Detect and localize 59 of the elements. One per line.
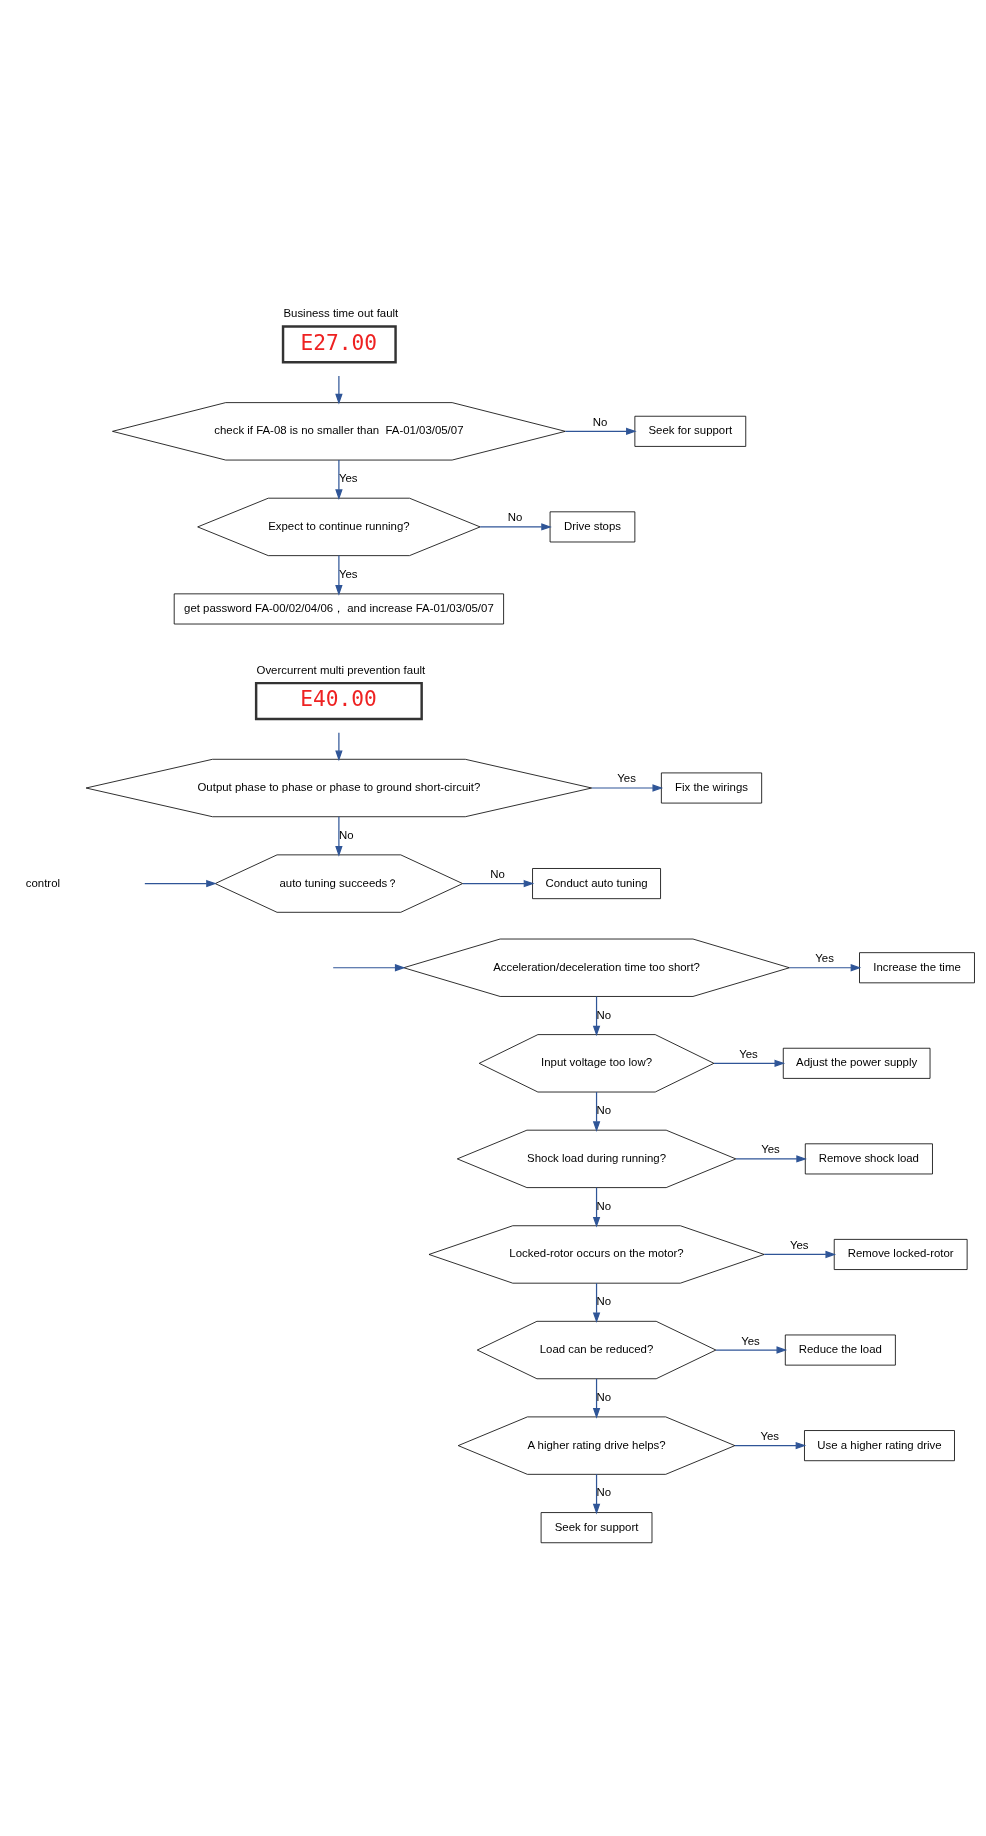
arrow [335,374,343,404]
arrow [592,1282,601,1323]
node-box: get password FA-00/02/04/06， and increase FA-01/03/05/07 [173,592,504,624]
node-label: Overcurrent multi prevention fault [256,663,426,676]
arrow [735,1154,807,1163]
node-box: Adjust the power supply [782,1047,931,1079]
arrow [592,1186,601,1227]
edge-label: No [596,1485,612,1498]
arrow [789,963,862,971]
edge-label: Yes [789,1238,809,1251]
arrow [715,1345,788,1354]
edge-label: Yes [338,567,358,580]
edge-label: No [338,828,354,841]
node-box: E40.00 [254,681,423,720]
arrow [335,554,343,596]
arrow [335,815,343,857]
edge-label: No [507,510,523,523]
arrow [144,879,217,887]
arrow [462,879,535,887]
edge-label: Yes [739,1047,758,1060]
arrow [332,963,406,971]
node-box: Remove locked-rotor [833,1238,968,1270]
node-box: E27.00 [281,324,397,364]
node-box: Seek for support [634,415,747,447]
node-box: Conduct auto tuning [532,867,661,899]
node-box: Remove shock load [804,1142,933,1174]
node-box: Drive stops [549,510,636,542]
edge-label: No [596,1294,612,1307]
edge-label: No [592,415,608,428]
node-box: Increase the time [859,951,975,983]
arrow [592,1377,601,1419]
edge-label: Yes [760,1429,780,1442]
arrow [713,1059,786,1067]
arrow [564,427,637,435]
edge-label: Yes [761,1142,780,1155]
arrow [335,731,343,761]
node-label: Business time out fault [283,306,399,319]
node-box: Reduce the load [784,1334,896,1366]
arrow [763,1250,837,1258]
arrow [592,995,601,1036]
arrow [591,783,664,792]
arrow [592,1090,601,1132]
arrow [592,1473,601,1514]
edge-label: No [596,1103,612,1116]
arrow [479,522,552,531]
edge-label: No [596,1199,612,1212]
label: control [25,876,61,889]
node-box: Fix the wirings [660,772,763,803]
node-box: Use a higher rating drive [804,1429,955,1461]
edge-label: Yes [617,771,636,784]
edge-label: No [596,1008,612,1021]
edge-label: No [596,1390,612,1403]
arrow [335,458,343,500]
arrow [734,1441,807,1449]
node-box: Seek for support [540,1511,653,1543]
edge-label: No [490,867,505,880]
edge-label: Yes [741,1334,760,1346]
edge-label: Yes [338,471,358,484]
edge-label: Yes [815,951,834,964]
